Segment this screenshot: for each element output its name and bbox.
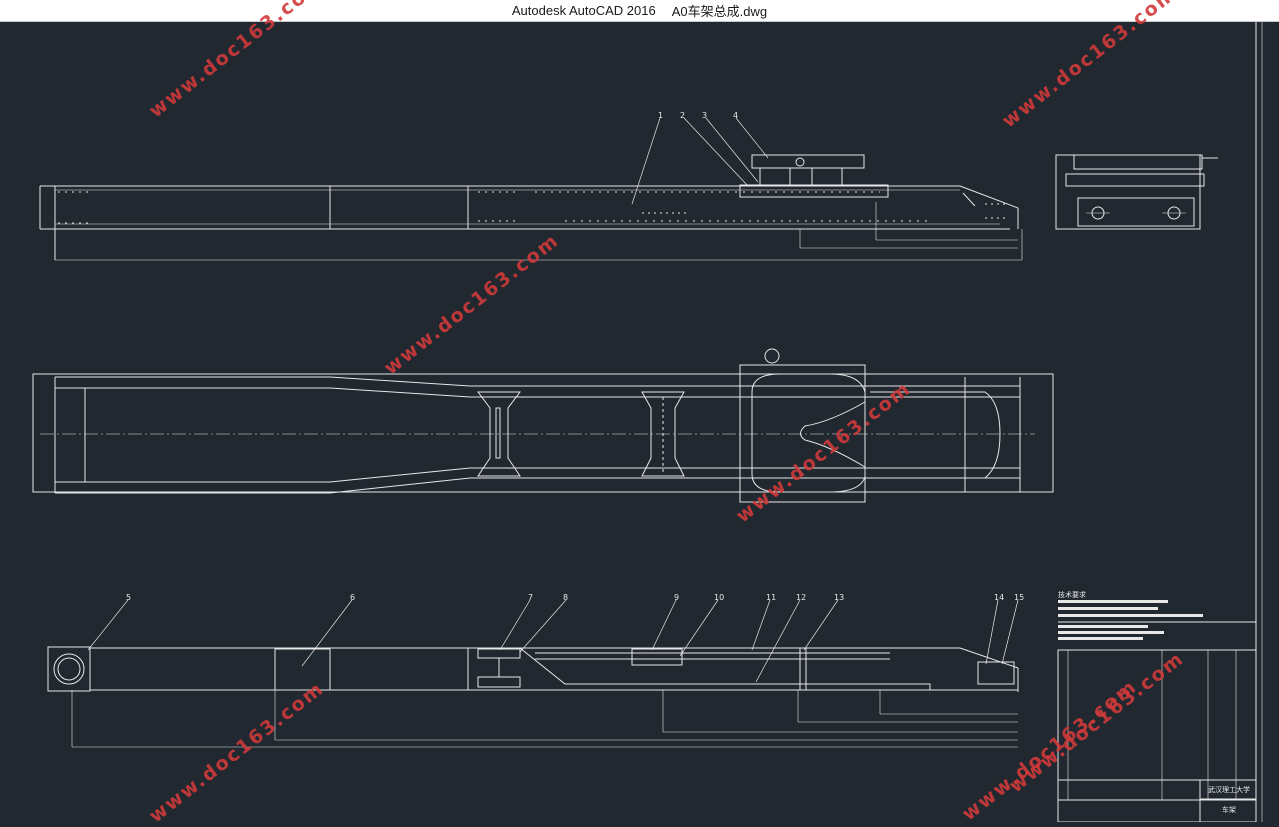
callout-3: 3 [702,111,707,120]
callout-2: 2 [680,111,685,120]
end-view [1055,154,1218,230]
callout-4: 4 [733,111,738,120]
title-block [1057,621,1257,822]
callout-15: 15 [1014,593,1024,602]
cad-drawing[interactable]: 1 2 3 4 5 6 7 8 9 10 11 12 13 14 15 技术要求… [0,22,1279,822]
callout-11: 11 [766,593,776,602]
side-view [39,117,1023,261]
tech-notes [1058,600,1203,640]
file-name: A0车架总成.dwg [671,4,768,19]
plan-view [32,348,1054,503]
drawing-canvas[interactable]: 1 2 3 4 5 6 7 8 9 10 11 12 13 14 15 技术要求… [0,22,1279,822]
callout-8: 8 [563,593,568,602]
callout-1: 1 [658,111,663,120]
callout-9: 9 [674,593,679,602]
title-bar: Autodesk AutoCAD 2016 A0车架总成.dwg [0,0,1279,22]
callout-10: 10 [714,593,724,602]
school-name: 武汉理工大学 [1208,785,1250,794]
callout-6: 6 [350,593,355,602]
tech-title: 技术要求 [1058,590,1086,599]
callout-5: 5 [126,593,131,602]
callout-7: 7 [528,593,533,602]
section-view [47,599,1019,748]
callout-14: 14 [994,593,1004,602]
callout-12: 12 [796,593,806,602]
app-name: Autodesk AutoCAD 2016 [511,3,656,18]
part-name: 车架 [1222,805,1236,814]
callout-13: 13 [834,593,844,602]
